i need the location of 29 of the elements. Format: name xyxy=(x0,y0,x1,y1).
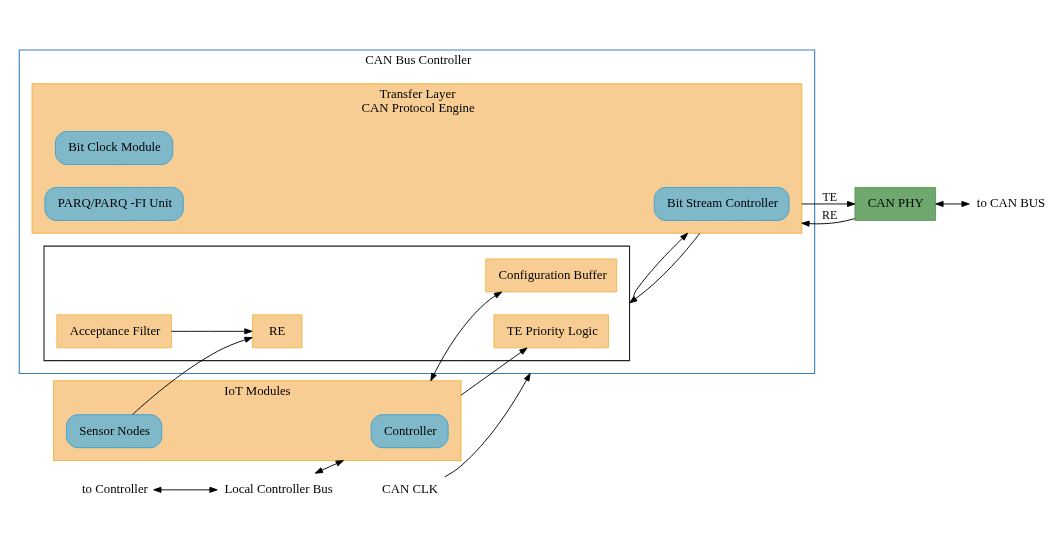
node-box: Controller xyxy=(370,413,449,448)
arrow xyxy=(430,291,503,381)
arrow xyxy=(132,336,253,415)
node-box: RE xyxy=(252,313,303,348)
node-text: Local Controller Bus xyxy=(224,481,333,496)
node-text: to CAN BUS xyxy=(976,195,1046,210)
node-text: to Controller xyxy=(82,481,148,496)
node-box: TE Priority Logic xyxy=(493,313,609,348)
arrow xyxy=(170,327,253,334)
node-box: Sensor Nodes xyxy=(66,413,163,448)
node-box: Bit Clock Module xyxy=(55,130,174,165)
edge-label: TE xyxy=(822,189,837,204)
arrow xyxy=(153,486,218,493)
arrow xyxy=(801,200,856,207)
node-box: CAN PHY xyxy=(854,186,937,221)
arrow xyxy=(444,372,531,477)
arrow xyxy=(460,346,528,396)
node-box: Acceptance Filter xyxy=(56,313,172,348)
node-text: CAN CLK xyxy=(382,481,439,496)
arrow xyxy=(629,232,689,303)
node-box: PARQ/PARQ -FI Unit xyxy=(44,186,184,221)
node-box: Bit Stream Controller xyxy=(653,186,790,221)
arrow xyxy=(629,232,701,303)
cluster xyxy=(43,245,631,361)
arrow xyxy=(314,459,344,474)
arrow xyxy=(935,200,970,207)
arrow xyxy=(801,217,856,227)
edge-label: RE xyxy=(821,207,838,222)
node-box: Configuration Buffer xyxy=(485,257,618,292)
